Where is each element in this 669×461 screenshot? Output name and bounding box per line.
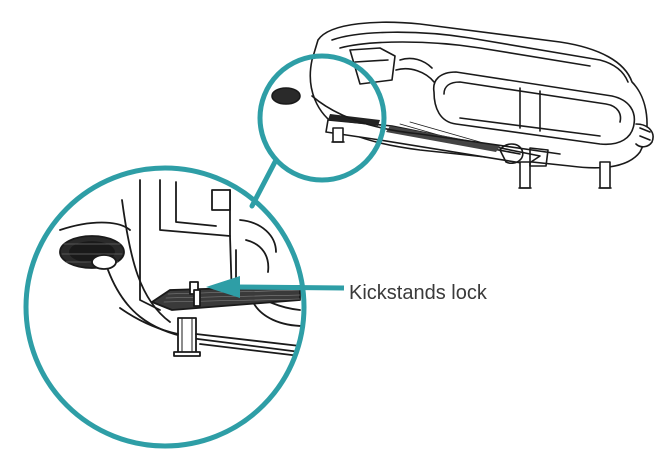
detail-highlight-circle xyxy=(257,53,387,183)
kickstand-foot xyxy=(173,317,201,357)
enlarged-detail-view xyxy=(59,179,304,357)
kickstand-plate xyxy=(151,285,301,311)
kickstands-lock-label: Kickstands lock xyxy=(349,282,487,304)
magnified-detail-circle xyxy=(23,165,307,449)
zoom-connector-line xyxy=(249,157,279,209)
device-overview xyxy=(271,21,654,189)
callout-arrow xyxy=(206,276,345,298)
wheel xyxy=(59,235,125,270)
